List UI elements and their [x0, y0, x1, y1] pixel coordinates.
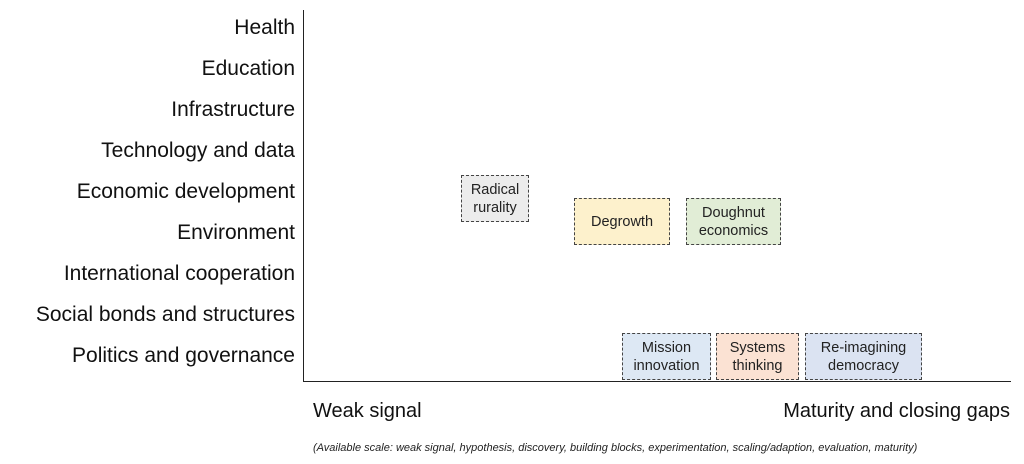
concept-label-radical-rurality: Radical rurality: [470, 181, 520, 216]
concept-label-doughnut-economics: Doughnut economics: [698, 204, 769, 239]
category-label-politics-and-governance: Politics and governance: [72, 344, 295, 367]
concept-label-mission-innovation: Mission innovation: [633, 339, 700, 374]
scale-end-label: Maturity and closing gaps: [783, 400, 1010, 422]
concept-box-degrowth: Degrowth: [574, 198, 670, 245]
category-label-education: Education: [201, 57, 295, 80]
x-axis-line: [303, 381, 1011, 382]
concept-label-degrowth: Degrowth: [590, 213, 654, 230]
category-label-infrastructure: Infrastructure: [171, 98, 295, 121]
category-label-technology-and-data: Technology and data: [101, 139, 295, 162]
concept-box-mission-innovation: Mission innovation: [622, 333, 711, 380]
scale-footnote: (Available scale: weak signal, hypothesi…: [313, 442, 918, 454]
category-label-health: Health: [234, 16, 295, 39]
category-label-environment: Environment: [177, 221, 295, 244]
concept-box-re-imagining-democracy: Re-imagining democracy: [805, 333, 922, 380]
concept-label-re-imagining-democracy: Re-imagining democracy: [820, 339, 907, 374]
concept-box-doughnut-economics: Doughnut economics: [686, 198, 781, 245]
concept-box-radical-rurality: Radical rurality: [461, 175, 529, 222]
concept-label-systems-thinking: Systems thinking: [729, 339, 786, 374]
concept-box-systems-thinking: Systems thinking: [716, 333, 799, 380]
scale-start-label: Weak signal: [313, 400, 422, 422]
category-label-economic-development: Economic development: [76, 180, 295, 203]
category-label-international-cooperation: International cooperation: [63, 262, 295, 285]
y-axis-line: [303, 10, 304, 382]
category-label-social-bonds-and-structures: Social bonds and structures: [35, 303, 295, 326]
